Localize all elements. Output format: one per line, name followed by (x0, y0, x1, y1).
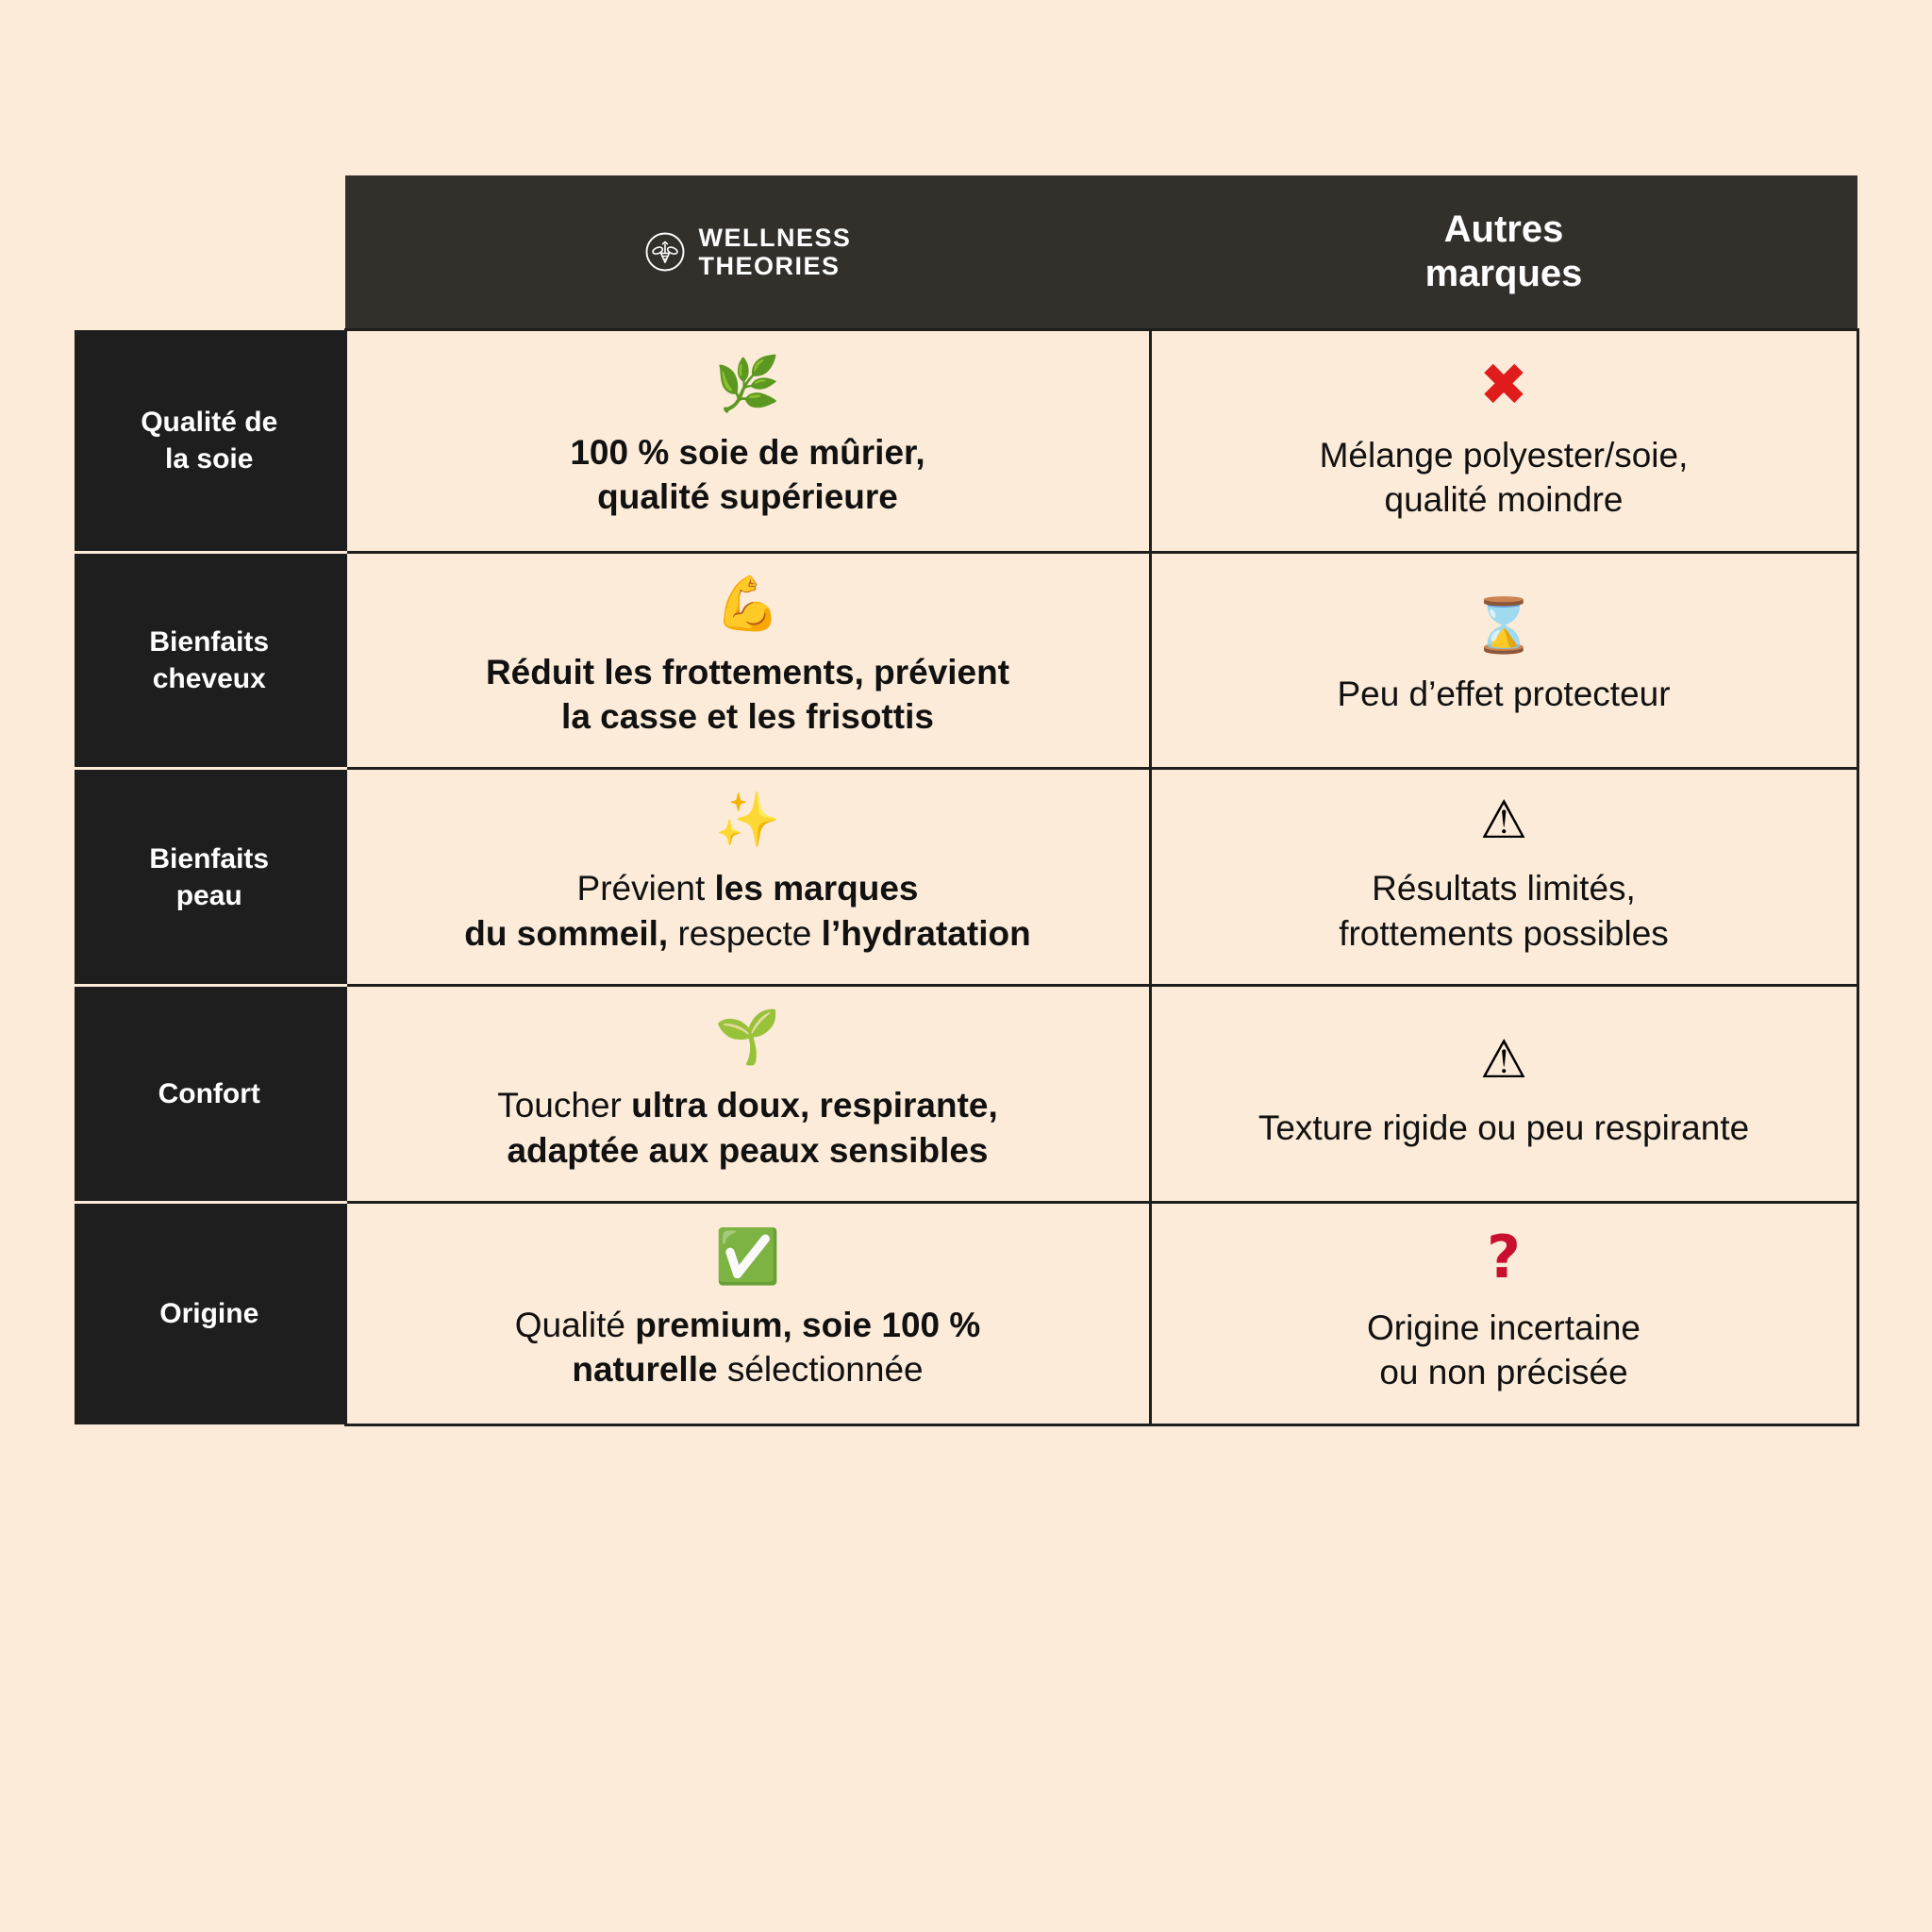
brand-cell-text: Toucher ultra doux, respirante, adaptée … (368, 1086, 1128, 1173)
other-cell-qualite-de-la-soie: ✖ Mélange polyester/soie, qualité moindr… (1148, 328, 1859, 554)
brand-text-plain-a: Qualité (514, 1305, 636, 1344)
row-label-line-2: la soie (165, 442, 254, 475)
header-spacer-cell (75, 175, 345, 330)
row-label-line-2: peau (175, 879, 242, 911)
brand-cell-confort: 🌱 Toucher ultra doux, respirante, adapté… (343, 984, 1152, 1204)
row-label-confort: Confort (75, 984, 345, 1204)
header-other-line-2: marques (1424, 253, 1583, 294)
brand-cell-bienfaits-cheveux: 💪 Réduit les frottements, prévient la ca… (343, 550, 1152, 771)
row-label-line-1: Qualité de (141, 406, 278, 438)
logo-line-2: THEORIES (698, 252, 841, 280)
other-cell-text: Mélange polyester/soie, qualité moindre (1173, 436, 1836, 523)
brand-text-plain-b: sélectionnée (717, 1350, 924, 1390)
other-text-line-1: Texture rigide ou peu respirante (1257, 1108, 1750, 1147)
other-cell-text: Peu d’effet protecteur (1337, 675, 1670, 713)
table-row: Bienfaits cheveux 💪 Réduit les frottemen… (75, 550, 1859, 771)
red-question-mark-icon: ? (1487, 1222, 1521, 1291)
table-row: Origine ✅ Qualité premium, soie 100 % na… (75, 1200, 1859, 1426)
other-text-line-1: Résultats limités, (1372, 869, 1636, 908)
other-cell-bienfaits-peau: ⚠ Résultats limités, frottements possibl… (1148, 767, 1859, 988)
comparison-table-wrapper: WELLNESS THEORIES Autres marques (75, 175, 1859, 1696)
hourglass-icon: ⌛ (1471, 595, 1537, 658)
sparkles-icon: ✨ (714, 790, 781, 852)
warning-triangle-icon: ⚠ (1479, 790, 1528, 852)
other-cell-confort: ⚠ Texture rigide ou peu respirante (1148, 984, 1859, 1204)
logo-wordmark: WELLNESS THEORIES (699, 224, 852, 280)
brand-text-bold-a: les marques (714, 869, 919, 908)
herb-leaf-icon: 🌿 (714, 354, 781, 415)
other-text-line-1: Peu d’effet protecteur (1337, 675, 1671, 714)
row-label-qualite-de-la-soie: Qualité de la soie (75, 329, 345, 554)
brand-cell-text: Qualité premium, soie 100 % naturelle sé… (368, 1306, 1128, 1392)
row-label-line-1: Origine (159, 1298, 259, 1330)
row-label-line-1: Bienfaits (149, 626, 270, 658)
seedling-icon: 🌱 (714, 1007, 781, 1069)
brand-text-line-2: du sommeil, respecte l’hydratation (368, 911, 1128, 956)
brand-text-bold-a: ultra doux, respirante, (631, 1086, 998, 1125)
other-text-line-1: Origine incertaine (1367, 1307, 1641, 1347)
brand-cell-text: 100 % soie de mûrier, qualité supérieure (368, 433, 1128, 520)
brand-text-plain-a: Toucher (497, 1086, 632, 1125)
other-cell-text: Résultats limités, frottements possibles (1173, 869, 1836, 956)
brand-text-bold-c: l’hydratation (821, 913, 1031, 953)
red-cross-mark-icon: ✖ (1479, 350, 1528, 419)
brand-cell-text: Réduit les frottements, prévient la cass… (368, 653, 1128, 740)
other-text-line-2: ou non précisée (1379, 1353, 1628, 1392)
brand-text-bold-b: naturelle (572, 1350, 718, 1390)
row-label-bienfaits-cheveux: Bienfaits cheveux (75, 550, 345, 771)
wellness-theories-logo: WELLNESS THEORIES (644, 224, 852, 280)
brand-text-plain-b: respecte (668, 913, 822, 953)
brand-cell-qualite-de-la-soie: 🌿 100 % soie de mûrier, qualité supérieu… (343, 328, 1152, 554)
brand-text-line-1: Réduit les frottements, prévient (485, 652, 1010, 691)
header-brand-cell: WELLNESS THEORIES (345, 175, 1150, 330)
brand-text-bold-b: du sommeil, (464, 913, 669, 953)
table-row: Bienfaits peau ✨ Prévient les marques du… (75, 767, 1859, 988)
other-text-line-2: qualité moindre (1384, 480, 1624, 520)
brand-text-plain-a: Prévient (576, 869, 715, 908)
other-text-line-2: frottements possibles (1339, 913, 1669, 953)
header-other-brands-title: Autres marques (1150, 208, 1857, 296)
row-label-line-1: Confort (158, 1078, 260, 1110)
brand-text-line-2: qualité supérieure (597, 477, 898, 517)
row-label-line-1: Bienfaits (149, 842, 270, 874)
comparison-table: WELLNESS THEORIES Autres marques (75, 175, 1859, 1426)
table-header-row: WELLNESS THEORIES Autres marques (75, 175, 1857, 330)
other-cell-origine: ? Origine incertaine ou non précisée (1148, 1200, 1859, 1426)
row-label-bienfaits-peau: Bienfaits peau (75, 767, 345, 988)
brand-text-line-2: la casse et les frisottis (561, 697, 934, 737)
check-mark-button-icon: ✅ (714, 1225, 781, 1288)
table-row: Confort 🌱 Toucher ultra doux, respirante… (75, 984, 1859, 1204)
brand-text-bold-b: adaptée aux peaux sensibles (507, 1130, 989, 1170)
row-label-line-2: cheveux (152, 663, 266, 695)
logo-line-1: WELLNESS (698, 223, 852, 252)
brand-text-line-2: adaptée aux peaux sensibles (368, 1128, 1128, 1173)
header-other-line-1: Autres (1443, 208, 1564, 250)
other-cell-bienfaits-cheveux: ⌛ Peu d’effet protecteur (1148, 550, 1859, 771)
bee-in-circle-icon (644, 231, 686, 273)
header-other-brands-cell: Autres marques (1150, 175, 1857, 330)
other-text-line-1: Mélange polyester/soie, (1319, 436, 1689, 475)
brand-text-line-2: naturelle sélectionnée (368, 1347, 1128, 1391)
row-label-origine: Origine (75, 1200, 345, 1425)
brand-text-bold-a: premium, soie 100 % (635, 1305, 981, 1344)
brand-cell-bienfaits-peau: ✨ Prévient les marques du sommeil, respe… (343, 767, 1152, 988)
warning-triangle-icon: ⚠ (1479, 1028, 1528, 1091)
other-cell-text: Origine incertaine ou non précisée (1173, 1308, 1836, 1395)
brand-text-line-1: 100 % soie de mûrier, (570, 433, 925, 472)
brand-cell-text: Prévient les marques du sommeil, respect… (368, 869, 1128, 956)
table-row: Qualité de la soie 🌿 100 % soie de mûrie… (75, 328, 1859, 554)
flexed-biceps-icon: 💪 (714, 573, 781, 635)
brand-cell-origine: ✅ Qualité premium, soie 100 % naturelle … (343, 1200, 1152, 1426)
other-cell-text: Texture rigide ou peu respirante (1258, 1108, 1749, 1147)
